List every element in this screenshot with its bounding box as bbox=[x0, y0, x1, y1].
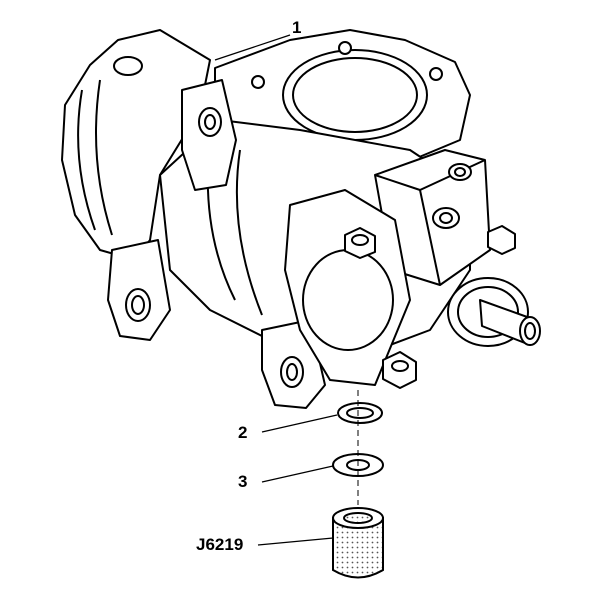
steering-gear-housing bbox=[61, 29, 541, 409]
leader-2 bbox=[261, 414, 338, 433]
cover-bolts bbox=[344, 225, 516, 389]
callout-1: 1 bbox=[292, 18, 302, 37]
o-ring-seal bbox=[337, 402, 383, 424]
leader-3 bbox=[261, 465, 334, 483]
callout-3: 3 bbox=[238, 472, 248, 491]
leader-1 bbox=[214, 34, 291, 61]
seal-installer-tool bbox=[332, 507, 384, 579]
leader-lines bbox=[214, 34, 338, 546]
callout-2: 2 bbox=[238, 423, 248, 442]
callout-tool: J6219 bbox=[196, 535, 244, 554]
leader-tool bbox=[257, 537, 334, 546]
